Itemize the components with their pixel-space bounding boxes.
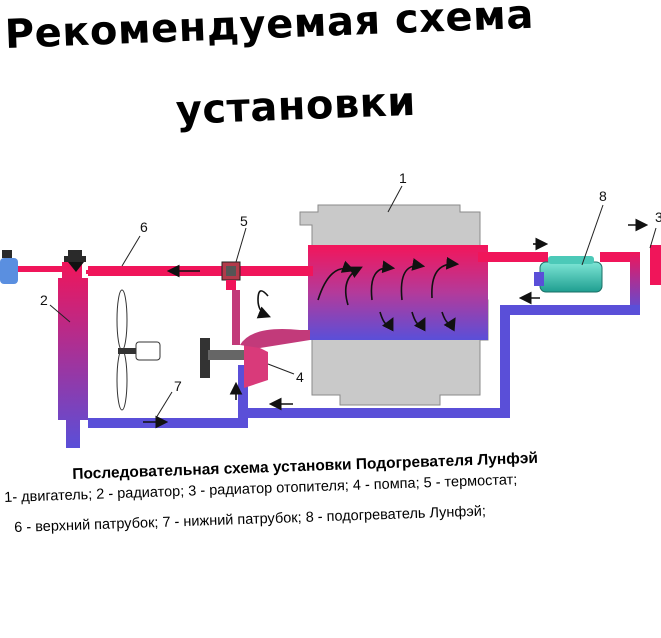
label-engine: 1 bbox=[399, 170, 407, 186]
label-lower-pipe: 7 bbox=[174, 378, 182, 394]
heater-circuit bbox=[478, 245, 661, 418]
label-upper-pipe: 6 bbox=[140, 219, 148, 235]
label-heater-core: 3 bbox=[655, 209, 661, 225]
label-lunfei-heater: 8 bbox=[599, 188, 607, 204]
radiator bbox=[58, 250, 88, 448]
engine bbox=[299, 204, 489, 406]
water-pump bbox=[200, 329, 310, 388]
label-thermostat: 5 bbox=[240, 213, 248, 229]
label-pump: 4 bbox=[296, 369, 304, 385]
expansion-tank bbox=[0, 250, 62, 284]
upper-pipe bbox=[86, 266, 313, 276]
thermostat bbox=[221, 261, 241, 290]
fan-icon bbox=[116, 289, 161, 411]
lunfei-heater bbox=[534, 256, 603, 293]
label-radiator: 2 bbox=[40, 292, 48, 308]
number-labels: 1 2 3 4 5 6 7 8 bbox=[40, 170, 661, 394]
flow-arrows bbox=[143, 218, 649, 429]
leader-lines bbox=[49, 185, 657, 419]
